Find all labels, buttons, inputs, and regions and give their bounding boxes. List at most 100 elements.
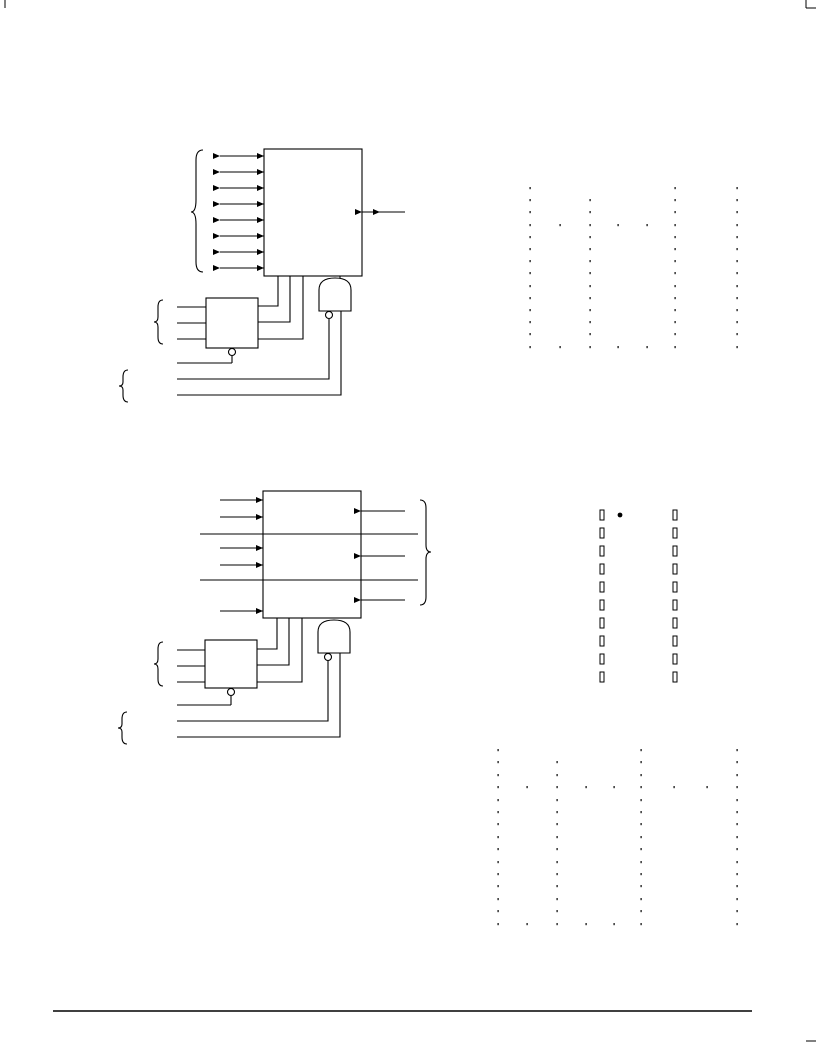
table-cell-mark xyxy=(556,799,558,802)
table-cell-mark xyxy=(497,836,499,839)
pin xyxy=(599,653,605,665)
table-cell-mark xyxy=(497,774,499,777)
table-cell-mark xyxy=(497,898,499,901)
table-cell-mark xyxy=(529,224,531,227)
table-cell-mark xyxy=(673,786,675,789)
table-cell-mark xyxy=(736,811,738,814)
pin1-indicator-dot xyxy=(617,512,623,518)
table-cell-mark xyxy=(674,272,676,275)
table-cell-mark xyxy=(640,823,642,826)
table-cell-mark xyxy=(589,333,591,336)
top-bus-brace xyxy=(190,149,204,273)
table-cell-mark xyxy=(736,761,738,764)
table-cell-mark xyxy=(674,285,676,288)
table-cell-mark xyxy=(674,248,676,251)
table-cell-mark xyxy=(529,297,531,300)
table-cell-mark xyxy=(736,749,738,752)
table-cell-mark xyxy=(556,811,558,814)
pin xyxy=(599,563,605,575)
table-cell-mark xyxy=(589,346,591,349)
table-cell-mark xyxy=(706,786,708,789)
table-cell-mark xyxy=(556,910,558,913)
table-cell-mark xyxy=(736,333,738,336)
table-cell-mark xyxy=(589,272,591,275)
table-cell-mark xyxy=(736,885,738,888)
table-cell-mark xyxy=(556,885,558,888)
table-cell-mark xyxy=(559,346,561,349)
table-cell-mark xyxy=(640,873,642,876)
table-cell-mark xyxy=(674,297,676,300)
table-cell-mark xyxy=(736,199,738,202)
table-cell-mark xyxy=(617,346,619,349)
table-cell-mark xyxy=(556,848,558,851)
table-cell-mark xyxy=(556,861,558,864)
table-cell-mark xyxy=(736,211,738,214)
table-cell-mark xyxy=(556,873,558,876)
table-cell-mark xyxy=(674,224,676,227)
table-cell-mark xyxy=(640,774,642,777)
table-cell-mark xyxy=(529,285,531,288)
table-cell-mark xyxy=(497,910,499,913)
table-cell-mark xyxy=(559,224,561,227)
table-cell-mark xyxy=(529,211,531,214)
bottom-block-diagram xyxy=(117,490,432,745)
table-cell-mark xyxy=(613,786,615,789)
table-cell-mark xyxy=(736,187,738,190)
top-bus-arrows xyxy=(213,153,264,271)
table-cell-mark xyxy=(736,236,738,239)
table-cell-mark xyxy=(640,885,642,888)
pin xyxy=(599,545,605,557)
table-cell-mark xyxy=(674,309,676,312)
table-cell-mark xyxy=(585,786,587,789)
table-cell-mark xyxy=(497,823,499,826)
table-cell-mark xyxy=(736,272,738,275)
top-block-diagram xyxy=(118,148,405,403)
table-cell-mark xyxy=(497,873,499,876)
table-cell-mark xyxy=(613,923,615,926)
table-cell-mark xyxy=(497,749,499,752)
table-cell-mark xyxy=(529,346,531,349)
table-cell-mark xyxy=(736,786,738,789)
pin xyxy=(672,545,678,557)
table-cell-mark xyxy=(497,861,499,864)
table-cell-mark xyxy=(556,923,558,926)
table-cell-mark xyxy=(497,848,499,851)
pin xyxy=(672,527,678,539)
pin xyxy=(672,563,678,575)
pin xyxy=(672,635,678,647)
pin xyxy=(672,581,678,593)
table-cell-mark xyxy=(589,199,591,202)
pin xyxy=(599,671,605,683)
table-cell-mark xyxy=(497,761,499,764)
bottom-output-brace xyxy=(419,499,432,606)
table-cell-mark xyxy=(556,761,558,764)
top-enable-brace xyxy=(118,369,129,403)
table-cell-mark xyxy=(640,749,642,752)
table-cell-mark xyxy=(526,923,528,926)
table-cell-mark xyxy=(640,799,642,802)
table-cell-mark xyxy=(640,923,642,926)
table-cell-mark xyxy=(736,224,738,227)
table-cell-mark xyxy=(640,898,642,901)
table-cell-mark xyxy=(736,321,738,324)
table-cell-mark xyxy=(674,211,676,214)
table-cell-mark xyxy=(556,786,558,789)
pin xyxy=(672,653,678,665)
table-cell-mark xyxy=(529,199,531,202)
pin xyxy=(672,509,678,521)
bottom-enable-brace xyxy=(117,711,128,745)
table-cell-mark xyxy=(556,774,558,777)
table-cell-mark xyxy=(589,211,591,214)
table-cell-mark xyxy=(736,297,738,300)
table-cell-mark xyxy=(526,786,528,789)
table-cell-mark xyxy=(529,333,531,336)
table-cell-mark xyxy=(497,885,499,888)
table-cell-mark xyxy=(640,910,642,913)
table-cell-mark xyxy=(736,309,738,312)
table-cell-mark xyxy=(589,224,591,227)
table-cell-mark xyxy=(529,321,531,324)
table-cell-mark xyxy=(589,321,591,324)
table-cell-mark xyxy=(674,260,676,263)
table-cell-mark xyxy=(640,786,642,789)
table-cell-mark xyxy=(529,309,531,312)
